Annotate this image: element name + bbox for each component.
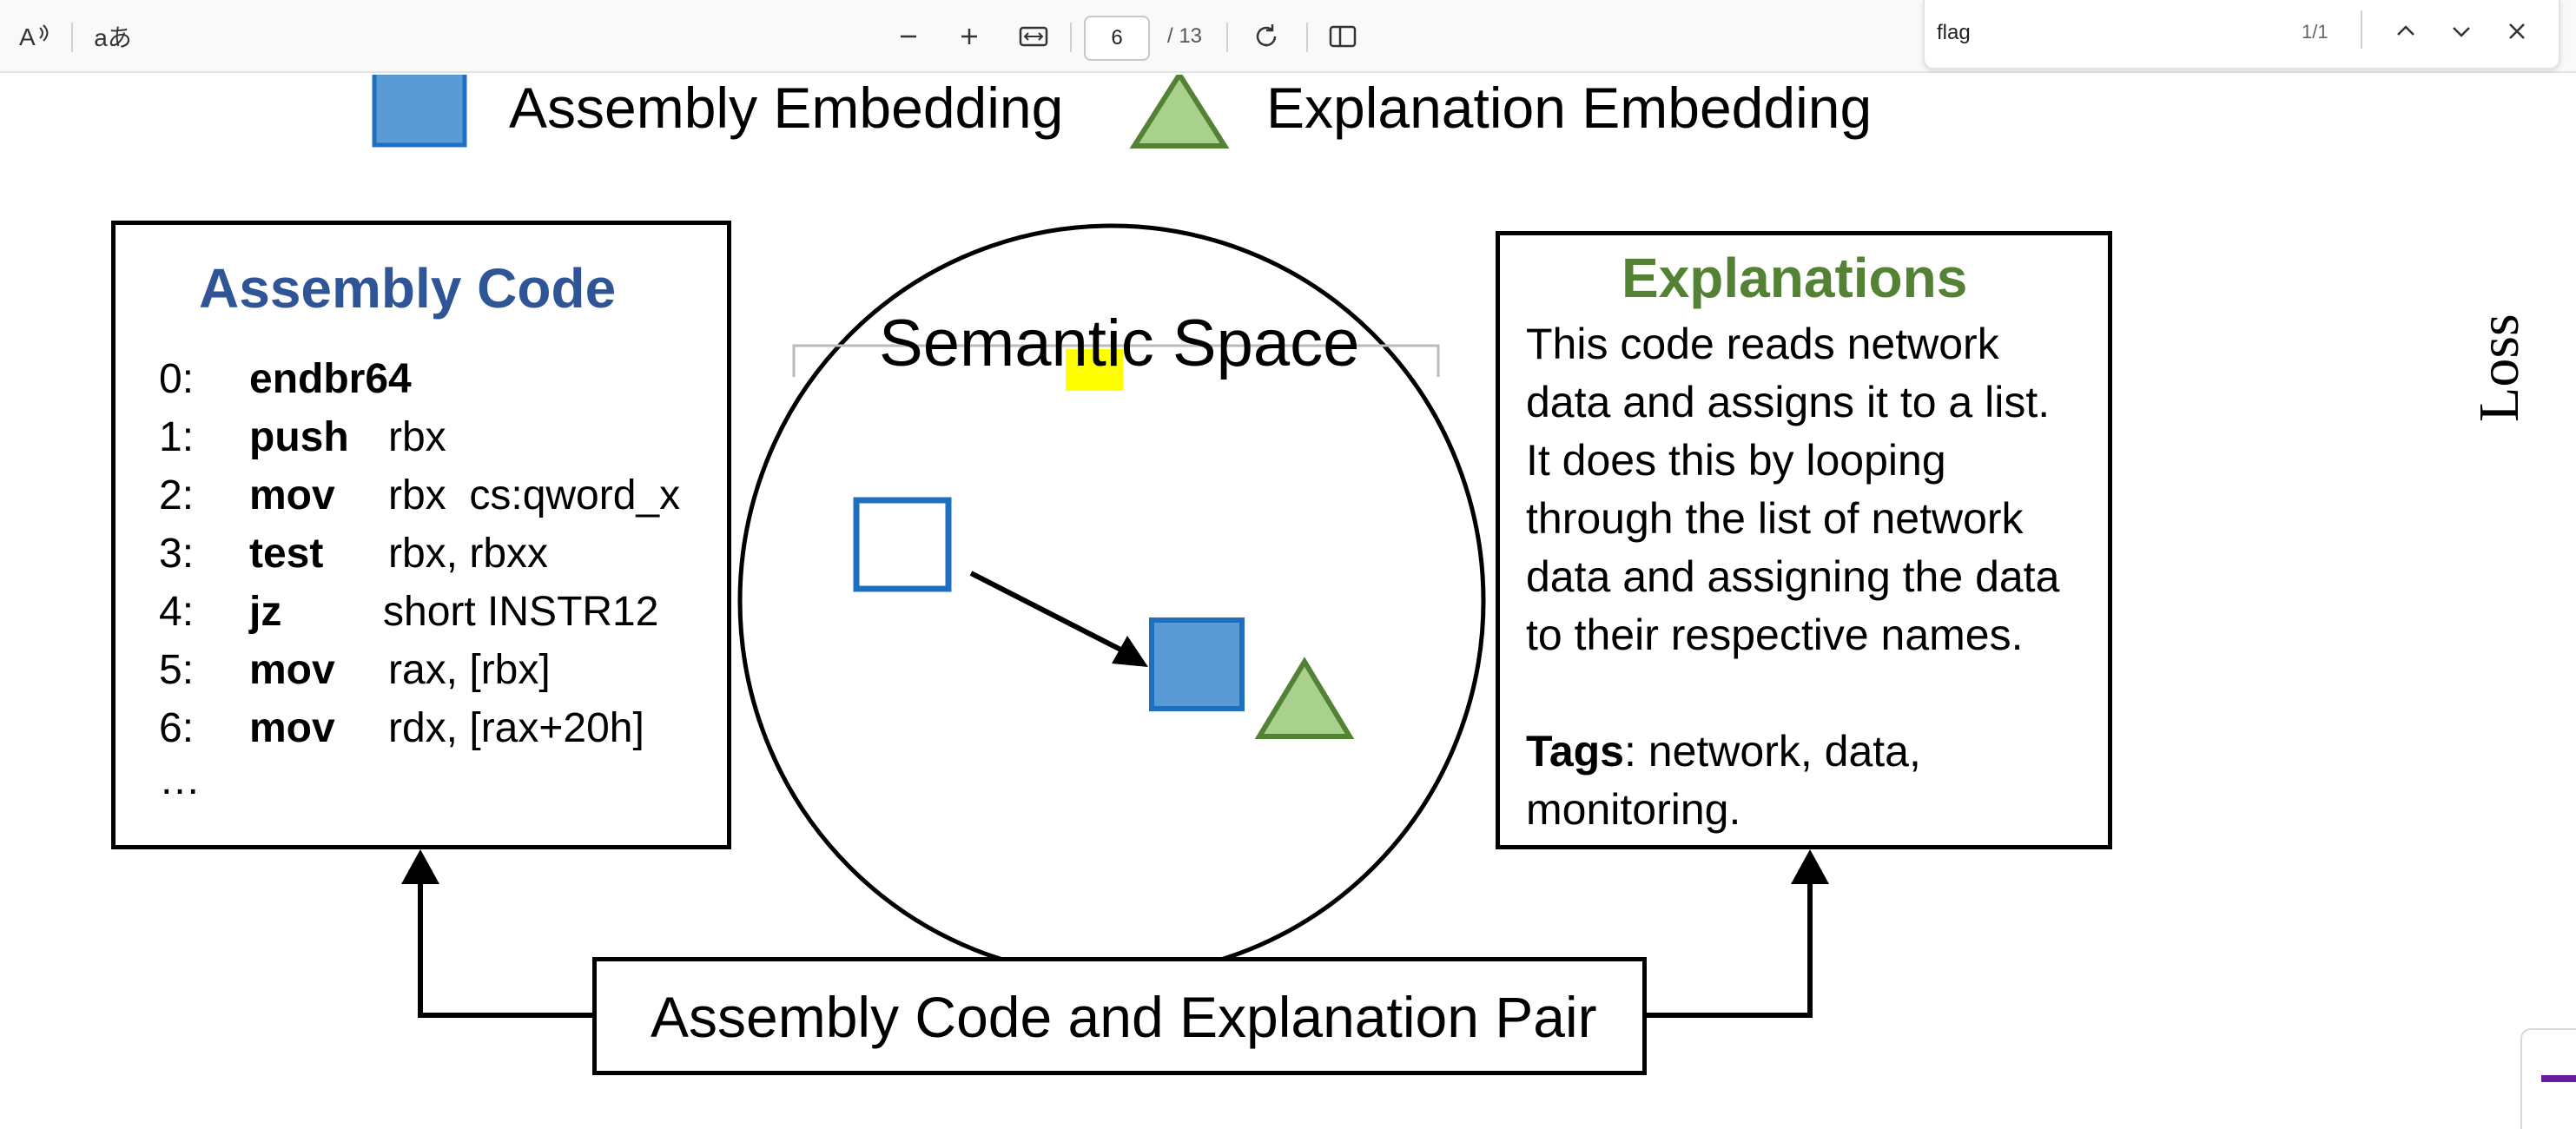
code-line-opcode: jz — [249, 589, 282, 635]
toolbar-separator — [71, 23, 73, 52]
embedding-move-arrowhead — [1112, 636, 1148, 667]
read-aloud-icon: A — [19, 23, 49, 50]
semantic-space-bracket — [792, 344, 1440, 377]
code-line-number: 6: — [159, 705, 195, 751]
assembly-code-box: Assembly Code 0: endbr64 1: push rbx 2: … — [111, 221, 731, 849]
plus-icon — [961, 29, 977, 44]
translate-button[interactable]: aあ — [87, 19, 139, 54]
pair-box: Assembly Code and Explanation Pair — [592, 957, 1647, 1075]
code-line-opcode: mov — [249, 647, 335, 693]
explanation-line: through the list of network — [1526, 494, 2024, 543]
semantic-space-title: Semantic Space — [879, 307, 1360, 380]
explanation-embedding-triangle — [1254, 657, 1355, 739]
assembly-embedding-before — [853, 497, 952, 592]
code-line-opcode: test — [249, 531, 324, 577]
explanations-title: Explanations — [1622, 247, 1968, 309]
explanation-embedding-triangle-icon — [1129, 75, 1230, 149]
chevron-down-icon — [2453, 27, 2470, 37]
find-separator — [2361, 10, 2362, 49]
code-line-args: rdx, [rax+20h] — [388, 705, 644, 751]
loss-side-label: Loss — [2467, 314, 2531, 422]
find-input[interactable]: flag — [1937, 21, 1971, 44]
legend-assembly-label: Assembly Embedding — [509, 76, 1064, 140]
rotate-button[interactable] — [1247, 19, 1285, 54]
explanation-line: data and assigning the data — [1526, 552, 2060, 601]
figure-connectors — [401, 849, 1829, 1018]
code-line-number: 3: — [159, 531, 195, 577]
code-line-opcode: mov — [249, 472, 335, 518]
translate-label: aあ — [94, 24, 132, 51]
explanation-line: to their respective names. — [1526, 611, 2024, 659]
code-line-number: 0: — [159, 356, 195, 402]
code-line-args: short INSTR12 — [383, 589, 659, 635]
code-ellipsis: … — [159, 757, 201, 803]
adjacent-figure-fragment — [2520, 1028, 2576, 1129]
code-line-args: rbx, rbxx — [388, 531, 549, 577]
explanation-line: It does this by looping — [1526, 436, 1946, 485]
code-line-number: 4: — [159, 589, 195, 635]
chevron-up-icon — [2397, 25, 2414, 36]
code-line-number: 5: — [159, 647, 195, 693]
search-highlight — [1066, 349, 1123, 391]
page-view-button[interactable] — [1324, 19, 1362, 54]
minus-icon — [901, 35, 916, 38]
tags-line-2: monitoring. — [1526, 785, 1741, 834]
toolbar-separator — [1226, 23, 1228, 52]
tags-label: Tags — [1526, 727, 1624, 776]
explanations-box: Explanations This code reads network dat… — [1496, 231, 2112, 849]
page-view-icon — [1329, 25, 1357, 48]
explanation-line: This code reads network — [1526, 320, 1999, 368]
toolbar-separator — [1306, 23, 1308, 52]
pair-label: Assembly Code and Explanation Pair — [651, 985, 1597, 1049]
code-line-number: 1: — [159, 414, 195, 460]
fit-width-icon — [1019, 26, 1048, 47]
code-line-opcode: endbr64 — [249, 356, 412, 402]
toolbar-separator — [1070, 23, 1072, 52]
legend-explanation-label: Explanation Embedding — [1266, 76, 1873, 140]
code-line-args: rbx — [388, 414, 446, 460]
zoom-in-button[interactable] — [952, 19, 987, 54]
assembly-embedding-square-icon — [372, 75, 467, 148]
find-next-button[interactable] — [2442, 14, 2480, 49]
svg-text:A: A — [19, 23, 36, 50]
code-line-opcode: mov — [249, 705, 335, 751]
rotate-icon — [1256, 24, 1277, 47]
page-number-input[interactable]: 6 — [1084, 16, 1150, 61]
tags-value: : network, data, — [1624, 727, 1921, 776]
code-line-number: 2: — [159, 472, 195, 518]
zoom-out-button[interactable] — [891, 19, 926, 54]
code-line-args: rax, [rbx] — [388, 647, 551, 693]
fragment-bar — [2541, 1075, 2576, 1082]
find-result-count: 1/1 — [2302, 21, 2328, 43]
find-close-button[interactable] — [2498, 14, 2536, 49]
page-total-label: / 13 — [1167, 24, 1203, 48]
assembly-code-title: Assembly Code — [199, 257, 617, 320]
read-aloud-button[interactable]: A — [16, 19, 54, 54]
document-page: Assembly Embedding Explanation Embedding… — [0, 75, 2576, 1129]
fit-width-button[interactable] — [1014, 19, 1053, 54]
find-bar: flag — [1923, 0, 2560, 69]
code-line-args: rbx cs:qword_x — [388, 472, 681, 518]
tags-line: Tags: network, data, — [1526, 726, 1921, 776]
find-previous-button[interactable] — [2387, 14, 2425, 49]
code-line-opcode: push — [249, 414, 349, 460]
assembly-embedding-after — [1149, 617, 1245, 711]
explanation-line: data and assigns it to a list. — [1526, 378, 2051, 426]
close-icon — [2509, 23, 2525, 39]
